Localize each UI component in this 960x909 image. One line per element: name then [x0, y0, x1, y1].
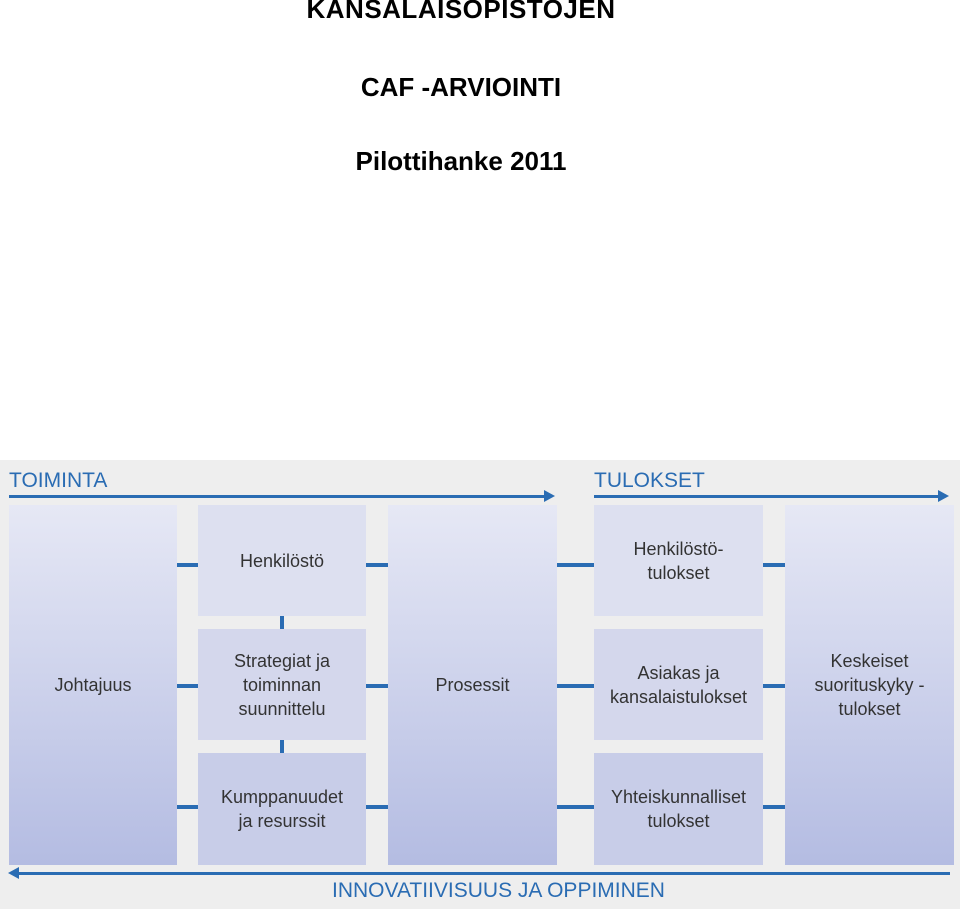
box-johtajuus: Johtajuus [9, 505, 177, 865]
box-asiakastulokset: Asiakas ja kansalaistulokset [594, 629, 763, 740]
header-line-2: CAF -ARVIOINTI [360, 72, 562, 102]
connector [557, 805, 594, 809]
connector [557, 563, 594, 567]
connector [763, 805, 785, 809]
section-label-toiminta: TOIMINTA [9, 469, 108, 492]
box-strategiat: Strategiat ja toiminnan suunnittelu [198, 629, 366, 740]
innovation-arrow [8, 867, 950, 879]
connector [763, 563, 785, 567]
box-prosessit: Prosessit [388, 505, 557, 865]
connector [366, 684, 388, 688]
box-henkilosto: Henkilöstö [198, 505, 366, 616]
box-yhteiskunnalliset-tulokset: Yhteiskunnalliset tulokset [594, 753, 763, 865]
connector [557, 684, 594, 688]
box-keskeiset-tulokset: Keskeiset suorituskyky -tulokset [785, 505, 954, 865]
header-line-1: KANSALAISOPISTOJEN [306, 0, 616, 24]
connector [177, 684, 198, 688]
connector [177, 563, 198, 567]
connector [366, 805, 388, 809]
caf-model-diagram: TOIMINTA TULOKSET Johtajuus Prosessit Ke… [0, 460, 960, 909]
toiminta-arrow [9, 490, 555, 502]
connector [177, 805, 198, 809]
header-line-3: Pilottihanke 2011 [355, 146, 567, 176]
tulokset-arrow [594, 490, 949, 502]
section-label-tulokset: TULOKSET [594, 469, 705, 492]
connector [763, 684, 785, 688]
section-label-innovatiivisuus: INNOVATIIVISUUS JA OPPIMINEN [332, 879, 665, 902]
connector [280, 616, 284, 629]
connector [366, 563, 388, 567]
box-henkilostotulokset: Henkilöstö-tulokset [594, 505, 763, 616]
connector [280, 740, 284, 753]
box-kumppanuudet: Kumppanuudet ja resurssit [198, 753, 366, 865]
